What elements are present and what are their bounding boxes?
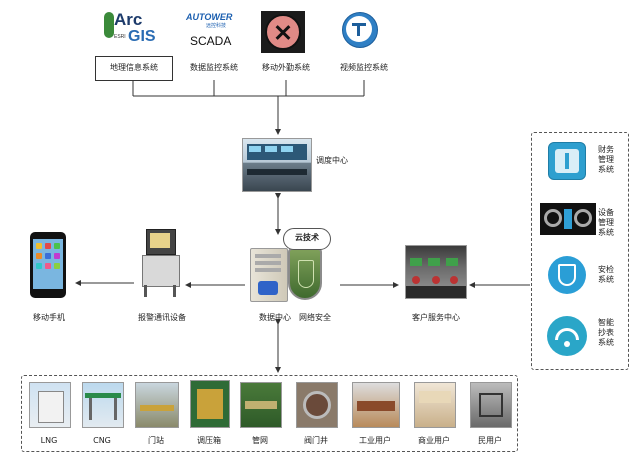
autower-logo-sub: 远控科技 xyxy=(206,23,227,29)
residential-user-photo xyxy=(470,382,512,428)
alarm-device-label: 报警通讯设备 xyxy=(138,313,186,322)
bottom-label-pressure-box: 调压箱 xyxy=(197,436,221,445)
lng-photo xyxy=(29,382,71,428)
arcgis-logo-arc: Arc xyxy=(114,10,143,29)
smart-meter-icon xyxy=(547,316,587,356)
mobile-phone-icon xyxy=(30,232,66,298)
tools-icon xyxy=(261,11,305,53)
bottom-label-gate-station: 门站 xyxy=(148,436,164,445)
security-check-icon xyxy=(548,256,586,294)
arcgis-logo: Arc ESRI GIS xyxy=(104,8,164,52)
bottom-label-residential-user: 民用户 xyxy=(478,436,502,445)
cloud-tech-label: 云技术 xyxy=(295,233,319,242)
autower-logo-text: AUTOWER xyxy=(186,12,233,22)
security-shield-icon xyxy=(288,248,322,300)
gis-system-box xyxy=(95,56,173,81)
commercial-user-photo xyxy=(414,382,456,428)
video-system-label: 视频监控系统 xyxy=(340,63,388,72)
pressure-box-photo xyxy=(190,380,230,428)
bottom-label-pipeline: 管网 xyxy=(252,436,268,445)
mobile-field-system-label: 移动外勤系统 xyxy=(262,63,310,72)
arcgis-logo-gis: GIS xyxy=(128,28,156,45)
bottom-label-valve-well: 阀门井 xyxy=(304,436,328,445)
scada-logo: AUTOWER 远控科技 SCADA xyxy=(184,12,244,52)
server-icon xyxy=(250,248,288,302)
bottom-label-cng: CNG xyxy=(93,436,111,445)
video-globe-icon xyxy=(342,12,378,50)
dispatch-center-photo xyxy=(242,138,312,192)
data-center-label: 数据中心 xyxy=(259,313,291,322)
bottom-label-lng: LNG xyxy=(40,436,58,445)
industrial-user-photo xyxy=(352,382,400,428)
finance-system-icon xyxy=(548,142,586,180)
cloud-icon xyxy=(283,228,331,250)
mobile-phone-label: 移动手机 xyxy=(33,313,65,322)
finance-system-label: 财务 管理 系统 xyxy=(598,145,614,174)
arcgis-logo-esri: ESRI xyxy=(114,34,126,40)
customer-service-label: 客户服务中心 xyxy=(412,313,460,322)
smart-meter-label: 智能 抄表 系统 xyxy=(598,318,614,347)
security-check-label: 安检 系统 xyxy=(598,265,614,284)
network-security-label: 网络安全 xyxy=(299,313,331,322)
gate-station-photo xyxy=(135,382,179,428)
scada-logo-text: SCADA xyxy=(190,34,232,48)
bottom-label-commercial-user: 商业用户 xyxy=(418,436,450,445)
valve-well-photo xyxy=(296,382,338,428)
scada-system-label: 数据监控系统 xyxy=(190,63,238,72)
bottom-label-industrial-user: 工业用户 xyxy=(359,436,391,445)
gis-system-label: 地理信息系统 xyxy=(110,63,158,72)
globe-icon xyxy=(104,12,114,38)
bottom-facilities-panel xyxy=(21,375,518,452)
cng-photo xyxy=(82,382,124,428)
right-systems-panel xyxy=(531,132,629,370)
equipment-system-label: 设备 管理 系统 xyxy=(598,208,614,237)
dispatch-center-label: 调度中心 xyxy=(316,156,348,165)
alarm-device-icon xyxy=(140,229,180,297)
pipeline-photo xyxy=(240,382,282,428)
equipment-system-icon xyxy=(540,203,596,235)
customer-service-photo xyxy=(405,245,467,299)
